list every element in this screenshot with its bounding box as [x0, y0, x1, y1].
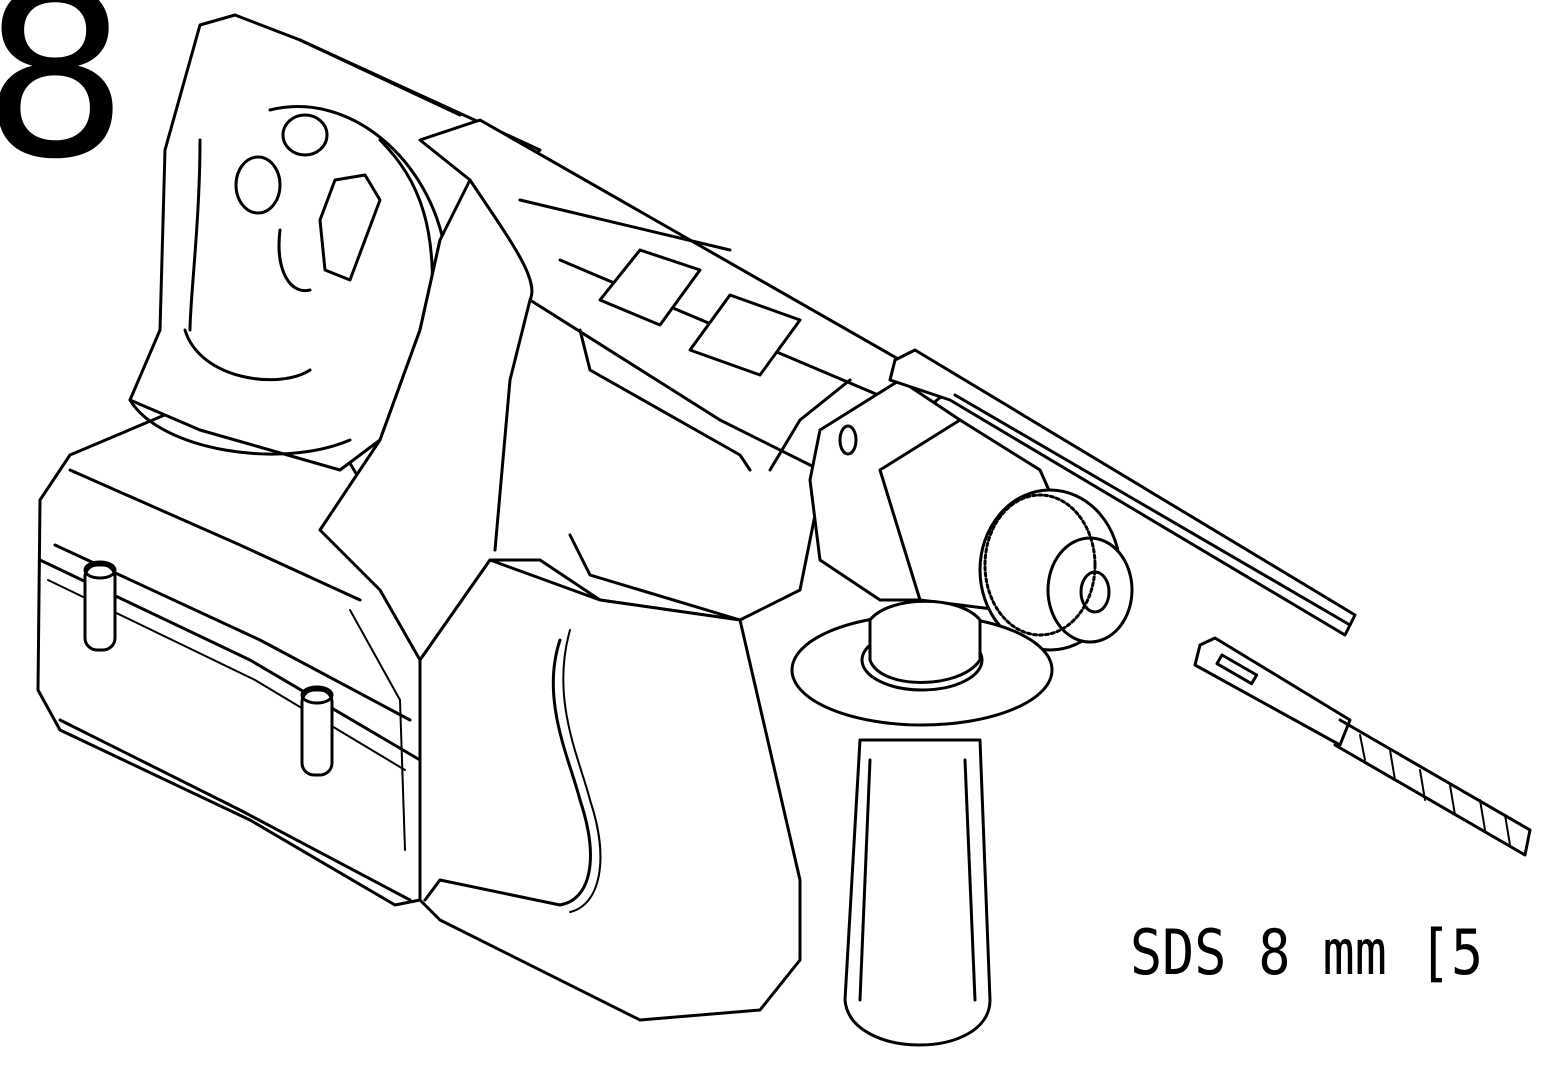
front-body-grip	[418, 558, 802, 1022]
battery-latch-left	[83, 560, 117, 652]
step-number: 8	[0, 0, 129, 210]
battery-latch-right	[300, 685, 334, 777]
trigger	[318, 173, 382, 282]
chuck-assembly	[808, 378, 1134, 652]
auxiliary-handle	[790, 599, 1054, 1047]
rear-handle	[128, 13, 542, 472]
knurled-chuck-ring	[983, 493, 1097, 637]
sds-drill-bit	[1193, 636, 1532, 857]
drill-bit-spec-label: SDS 8 mm [5	[1130, 916, 1484, 989]
depth-gauge-rod	[888, 348, 1357, 637]
vent-slots	[598, 248, 802, 377]
motor-housing	[318, 118, 962, 662]
mode-selector-knob	[234, 113, 329, 215]
